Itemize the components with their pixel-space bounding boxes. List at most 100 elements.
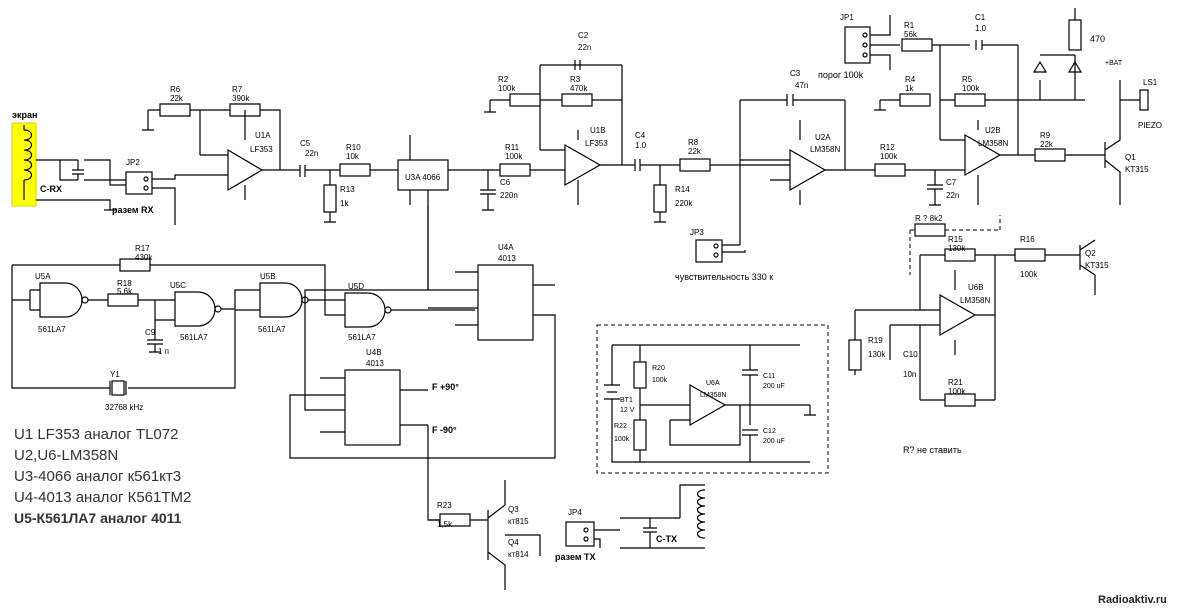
r8-val: 22k <box>688 147 702 156</box>
c4-val: 1.0 <box>635 141 647 150</box>
u2a-opamp <box>722 94 875 253</box>
c-rx-label: C-RX <box>40 184 62 194</box>
jp4-ref: JP4 <box>568 508 582 517</box>
note-u5: U5-К561ЛА7 аналог 4011 <box>14 510 182 526</box>
c3-val: 47n <box>795 81 808 90</box>
bat-label: +BAT <box>1105 60 1123 67</box>
c6-ref: C6 <box>500 178 511 187</box>
r5-ref: R5 <box>962 75 973 84</box>
note-u2-u6: U2,U6-LM358N <box>14 447 119 464</box>
u2b-part: LM358N <box>978 139 1008 148</box>
r10-val: 10k <box>346 152 360 161</box>
u1b-part: LF353 <box>585 139 608 148</box>
c2-val: 22n <box>578 43 591 52</box>
r14-val: 220k <box>675 199 693 208</box>
f-minus-label: F -90° <box>432 425 457 435</box>
u5d-part: 561LA7 <box>348 333 376 342</box>
u4b-ref: U4B <box>366 348 382 357</box>
u2a-ref: U2A <box>815 133 831 142</box>
r1-ref: R1 <box>904 21 915 30</box>
jp1-connector <box>844 15 891 70</box>
u3a-ref: U3A 4066 <box>405 173 441 182</box>
r12-resistor <box>874 163 955 177</box>
r11-ref: R11 <box>505 143 520 152</box>
r6-ref: R6 <box>170 85 181 94</box>
piezo-label: PIEZO <box>1138 121 1162 130</box>
u4a-ref: U4A <box>498 243 514 252</box>
c6-val: 220n <box>500 191 518 200</box>
q1-ref: Q1 <box>1125 153 1136 162</box>
u2a-part: LM358N <box>810 145 840 154</box>
r19-ref: R19 <box>868 336 883 345</box>
r9-val: 22k <box>1040 140 1054 149</box>
r20-val: 100k <box>652 377 668 384</box>
r3-ref: R3 <box>570 75 581 84</box>
r2-val: 100k <box>498 84 516 93</box>
c7-capacitor <box>927 170 943 206</box>
porog-label: порог 100k <box>818 70 864 80</box>
r8-ref: R8 <box>688 138 699 147</box>
c6-capacitor <box>480 169 530 211</box>
r14-ref: R14 <box>675 185 690 194</box>
u5d-ref: U5D <box>348 282 364 291</box>
led-indicators <box>1018 8 1085 101</box>
r23-val: 1,5k <box>437 520 453 529</box>
r10-r13 <box>323 163 398 223</box>
c12-ref: C12 <box>763 428 776 435</box>
u2b-ref: U2B <box>985 126 1001 135</box>
chuvst-label: чувствительность 330 к <box>675 272 773 282</box>
r20-ref: R20 <box>652 365 665 372</box>
r4-ref: R4 <box>905 75 916 84</box>
u4a-flipflop <box>289 205 556 459</box>
r-ne-label: R? не ставить <box>903 445 962 455</box>
q2-part: KT315 <box>1085 261 1109 270</box>
jp2-ref: JP2 <box>126 158 140 167</box>
q4-ref: Q4 <box>508 538 519 547</box>
r13-val: 1k <box>340 199 349 208</box>
r23-ref: R23 <box>437 501 452 510</box>
bt1-val: 12 V <box>620 407 635 414</box>
r4-val: 1k <box>905 84 914 93</box>
power-supply-block <box>596 324 829 474</box>
f-plus-label: F +90° <box>432 382 459 392</box>
q2-ref: Q2 <box>1085 249 1096 258</box>
r21-val: 100k <box>948 387 966 396</box>
r10-ref: R10 <box>346 143 361 152</box>
c5-capacitor <box>299 165 340 177</box>
c7-ref: C7 <box>946 178 957 187</box>
u6a-ref: U6A <box>706 380 720 387</box>
r12-ref: R12 <box>880 143 895 152</box>
r17-ref: R17 <box>135 244 150 253</box>
q4-part: кт814 <box>508 550 529 559</box>
c11-ref: C11 <box>763 373 775 380</box>
r17-val: 430k <box>135 253 153 262</box>
c7-val: 22n <box>946 191 959 200</box>
rq-resistor <box>914 223 946 237</box>
razem-tx-label: разем TX <box>555 552 596 562</box>
u5a-part: 561LA7 <box>38 325 66 334</box>
r15-ref: R15 <box>948 235 963 244</box>
r11-val: 100k <box>505 152 523 161</box>
c1-val: 1.0 <box>975 24 987 33</box>
c12-val: 200 uF <box>763 438 785 445</box>
jp3-ref: JP3 <box>690 228 704 237</box>
ls1-ref: LS1 <box>1143 78 1158 87</box>
u5b-part: 561LA7 <box>258 325 286 334</box>
component-notes: U1 LF353 аналог TL072 U2,U6-LM358N U3-40… <box>14 424 314 529</box>
y1-val: 32768 kHz <box>105 403 143 412</box>
c11-val: 200 uF <box>763 383 785 390</box>
jp2-connector <box>125 171 228 225</box>
jp4-tx-coil <box>565 484 706 549</box>
c10-val: 10n <box>903 370 916 379</box>
r3-val: 470k <box>570 84 588 93</box>
u1a-opamp <box>142 103 300 200</box>
u5-logic <box>11 258 475 396</box>
rx-coil <box>11 122 126 211</box>
jp3-connector <box>695 239 723 263</box>
u5a-ref: U5A <box>35 272 51 281</box>
bt1-ref: BT1 <box>620 397 633 404</box>
r15-val: 130k <box>948 244 966 253</box>
c1-ref: C1 <box>975 13 986 22</box>
r12-val: 100k <box>880 152 898 161</box>
